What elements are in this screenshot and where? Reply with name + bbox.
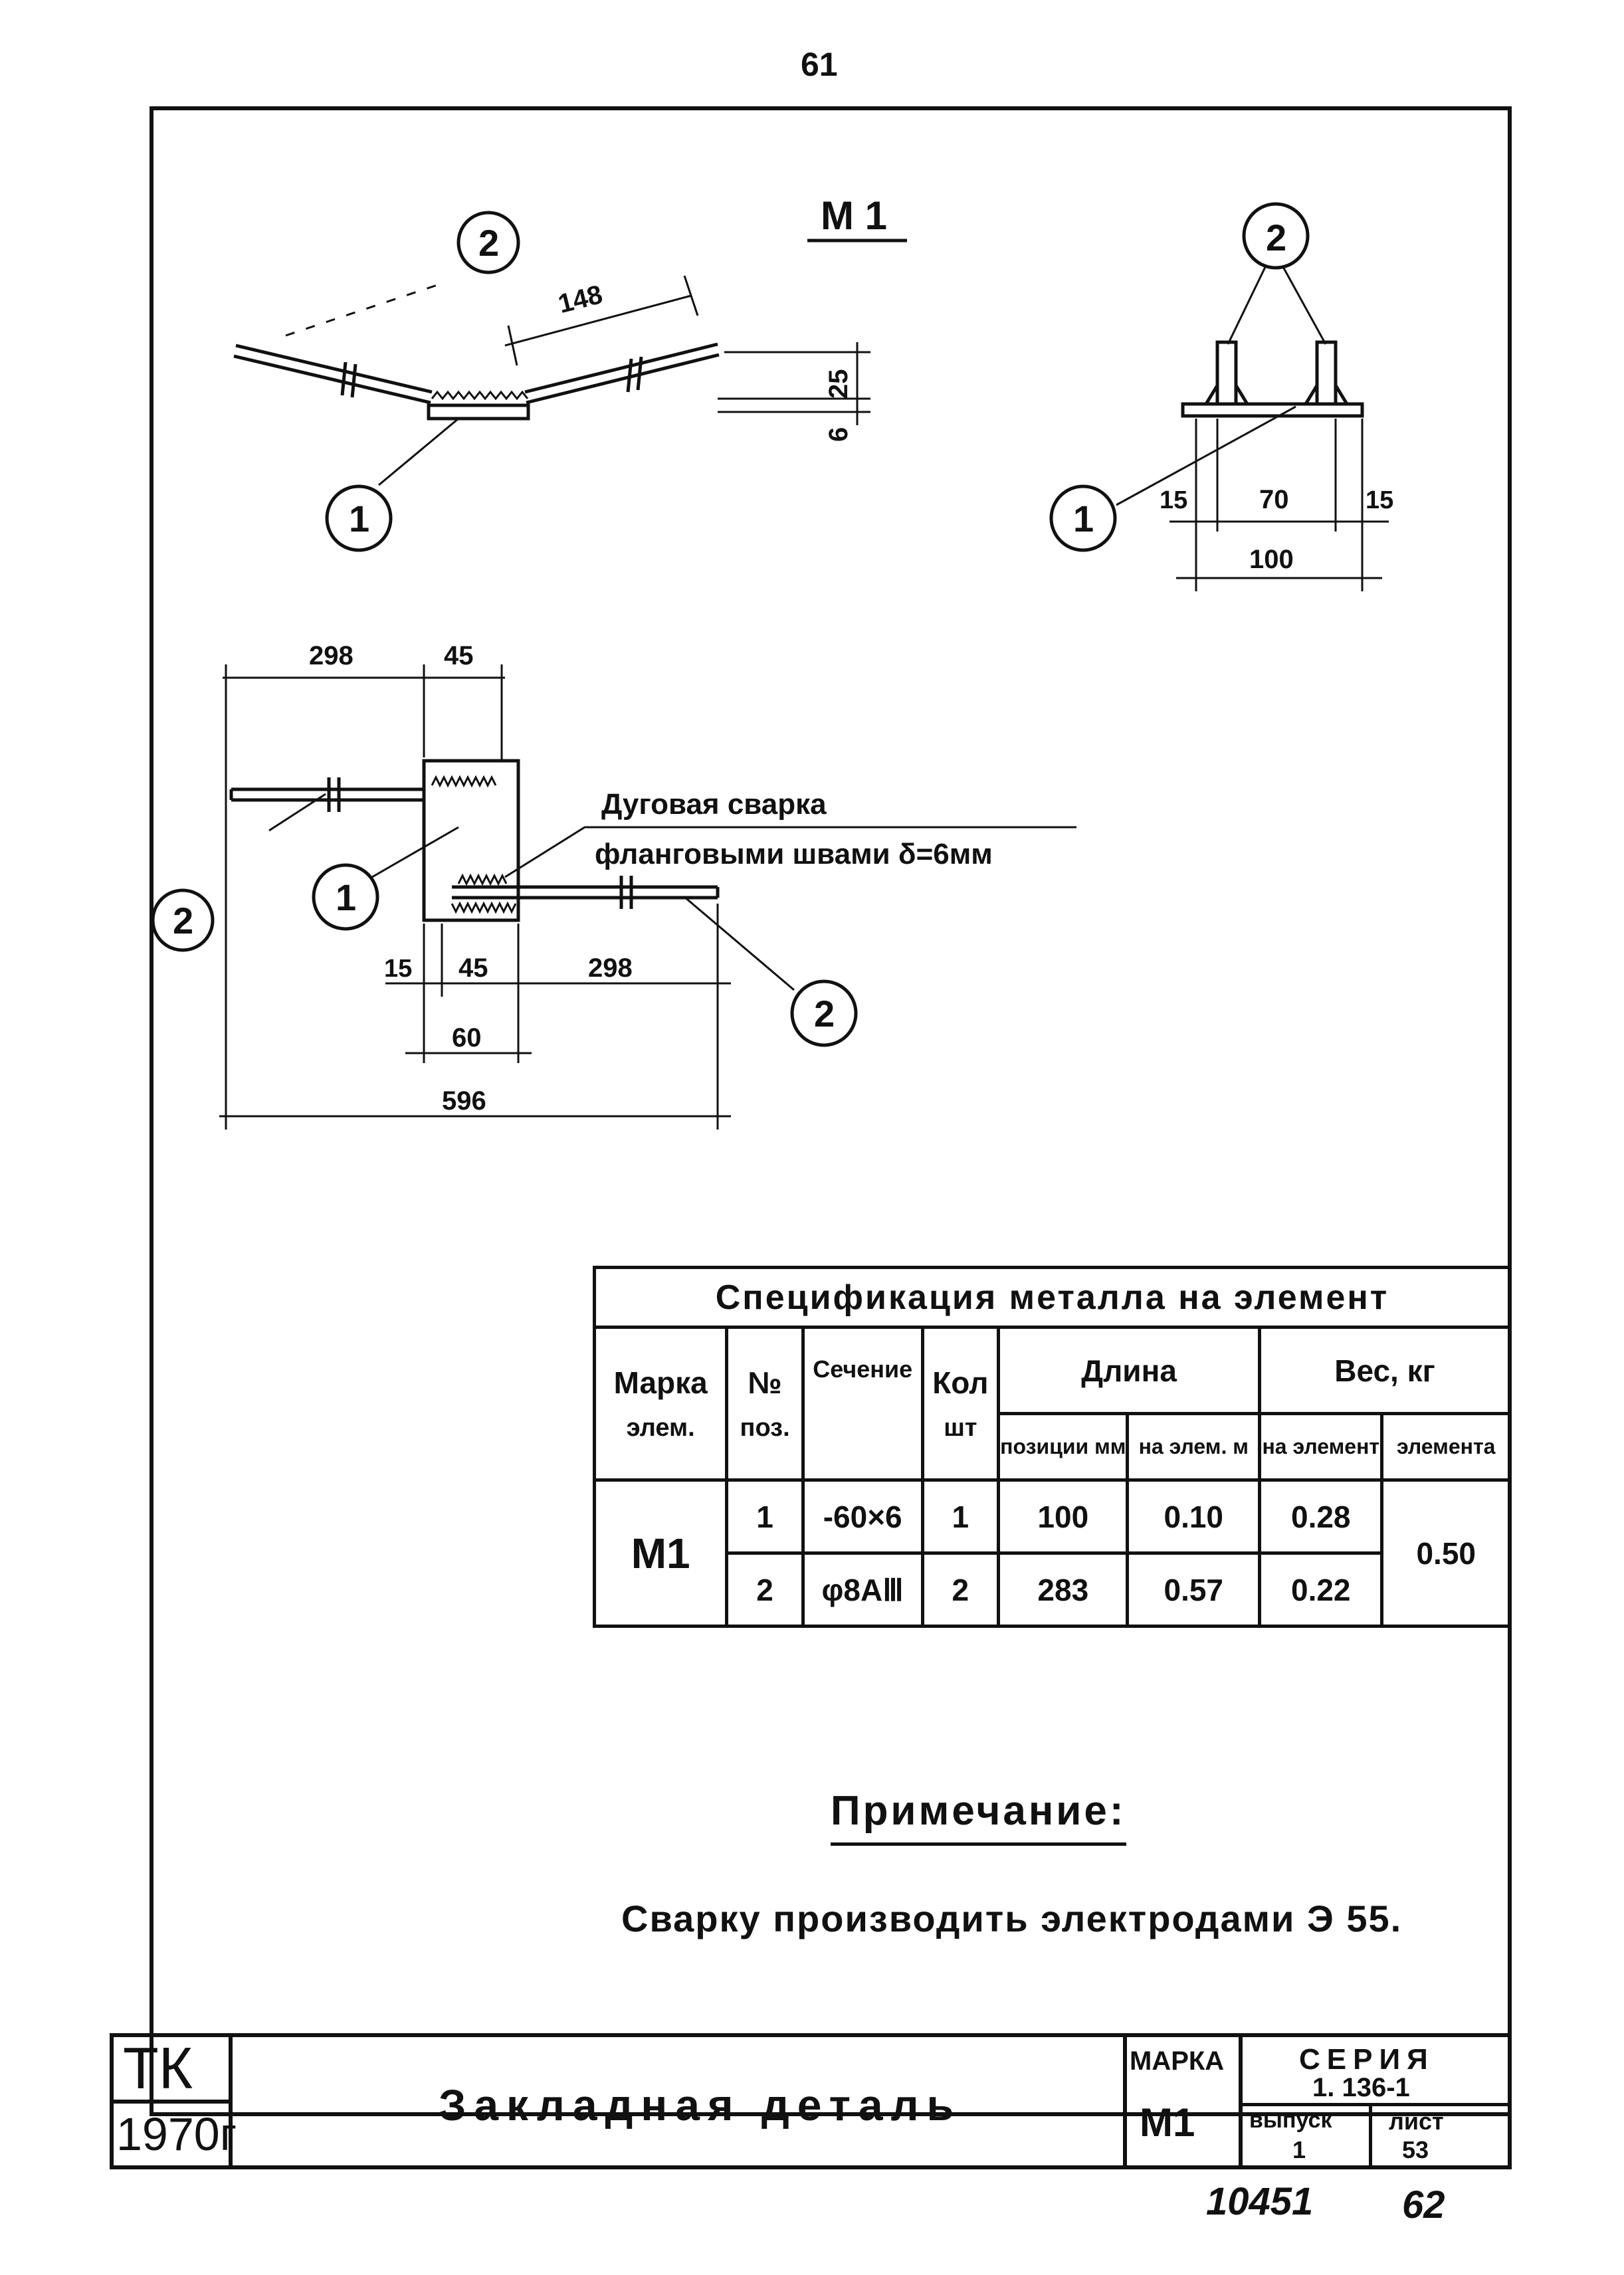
dim-25: 25 <box>824 369 853 399</box>
callout-2-plan-right <box>790 979 858 1047</box>
dim-298-top: 298 <box>309 641 354 670</box>
specification-table: Спецификация металла на элемент Марка эл… <box>592 1266 1512 1628</box>
header-position: № поз. <box>725 1326 805 1482</box>
note-text: Сварку производить электродами Э 55. <box>621 1898 1403 1939</box>
dim-15-right: 15 <box>1366 486 1393 514</box>
weld-note-line1: Дуговая сварка <box>601 788 827 821</box>
callout-2-label: 2 <box>478 222 499 264</box>
drawing-title: Закладная деталь <box>439 2080 962 2129</box>
callout-2-label: 2 <box>814 993 835 1035</box>
cell-qty: 2 <box>920 1551 1001 1628</box>
callout-1-label: 1 <box>1073 498 1094 540</box>
table-row: 2 φ8АⅢ 2 283 0.57 0.22 <box>595 1551 1510 1628</box>
dim-15-bottom: 15 <box>384 955 412 983</box>
year: 1970г <box>116 2108 237 2160</box>
cell-len-m: 0.10 <box>1126 1478 1262 1555</box>
callout-1-plan <box>312 863 379 931</box>
dim-298-bottom: 298 <box>588 953 633 983</box>
cell-len-mm: 100 <box>997 1478 1130 1555</box>
handwritten-sheet: 62 <box>1402 2183 1445 2226</box>
cell-total-weight: 0.50 <box>1380 1478 1512 1628</box>
table-row: М1 1 -60×6 1 100 0.10 0.28 0.50 <box>592 1478 1512 1628</box>
header-qty: Кол шт <box>920 1326 1001 1482</box>
header-weight-total: элемента <box>1380 1412 1512 1482</box>
series-label: СЕРИЯ <box>1299 2043 1435 2076</box>
cell-pos: 2 <box>725 1551 805 1628</box>
handwritten-code: 10451 <box>1206 2180 1314 2223</box>
cell-qty: 1 <box>920 1478 1001 1555</box>
org-divider <box>110 2100 233 2104</box>
header-section: Сечение <box>801 1326 924 1482</box>
top-right-view <box>1116 265 1389 591</box>
callout-1-label: 1 <box>336 876 356 918</box>
dim-70: 70 <box>1259 485 1289 514</box>
callout-1-label: 1 <box>349 498 369 540</box>
page-number: 61 <box>801 46 838 83</box>
weld-note-line2: фланговыми швами δ=6мм <box>595 838 993 870</box>
dim-45-bottom: 45 <box>458 953 488 983</box>
drawing-frame <box>150 106 1512 2116</box>
cell-weight: 0.22 <box>1258 1551 1384 1628</box>
dim-100: 100 <box>1249 545 1294 574</box>
plan-view <box>219 664 1076 1130</box>
cell-section: φ8АⅢ <box>801 1551 924 1628</box>
series-value: 1. 136-1 <box>1312 2073 1410 2102</box>
callout-2-top-left <box>457 211 520 274</box>
dim-15-left: 15 <box>1160 486 1187 514</box>
header-weight: Вес, кг <box>1258 1326 1512 1414</box>
note-heading: Примечание: <box>831 1787 1126 1846</box>
cell-pos: 1 <box>725 1478 805 1555</box>
callout-2-top-right <box>1242 202 1310 270</box>
sheet-value: 53 <box>1402 2136 1429 2163</box>
series-divider <box>1243 2103 1512 2106</box>
header-length-elem: на элем. м <box>1126 1412 1262 1482</box>
header-mark: Марка элем. <box>592 1326 729 1482</box>
dim-6: 6 <box>824 427 853 442</box>
dim-596: 596 <box>442 1086 486 1116</box>
cell-section: -60×6 <box>801 1478 924 1555</box>
mark-cell <box>1123 2033 1243 2169</box>
callout-1-top-right <box>1049 484 1117 552</box>
cell-len-m: 0.57 <box>1126 1551 1262 1628</box>
top-left-view <box>233 275 870 486</box>
dim-45-top: 45 <box>444 641 474 670</box>
org-code: ТК <box>123 2035 193 2101</box>
callout-2-plan-left <box>151 888 215 952</box>
issue-value: 1 <box>1292 2136 1306 2163</box>
cell-mark: М1 <box>592 1478 729 1628</box>
technical-drawing: M 1 2 1 148 6 25 <box>151 193 1393 1130</box>
header-length-pos: позиции мм <box>997 1412 1130 1482</box>
dim-148: 148 <box>556 280 605 319</box>
issue-sheet-divider <box>1369 2103 1372 2169</box>
header-weight-elem: на элемент <box>1258 1412 1384 1482</box>
cell-len-mm: 283 <box>997 1551 1130 1628</box>
spec-title: Спецификация металла на элемент <box>593 1266 1512 1329</box>
cell-weight: 0.28 <box>1258 1478 1384 1555</box>
callout-1-top-left <box>325 484 393 552</box>
dim-60: 60 <box>452 1023 482 1052</box>
mark-label: МАРКА <box>1130 2046 1225 2076</box>
issue-label: выпуск <box>1249 2108 1332 2133</box>
callout-2-label: 2 <box>173 900 193 941</box>
sheet-label: лист <box>1389 2108 1444 2135</box>
mark-title: M 1 <box>821 193 887 238</box>
header-length: Длина <box>997 1326 1262 1414</box>
mark-value: М1 <box>1140 2100 1195 2145</box>
callout-2-label: 2 <box>1266 217 1286 258</box>
